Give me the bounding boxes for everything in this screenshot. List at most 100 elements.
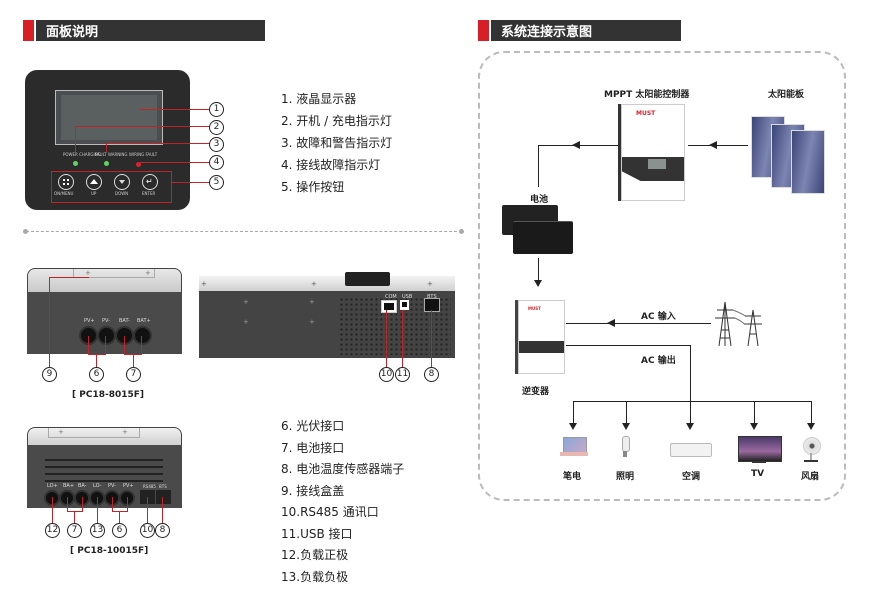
- list-item: 12.负载正极: [281, 548, 349, 562]
- list-item: 8. 电池温度传感器端子: [281, 462, 405, 476]
- port-label: BA+: [63, 483, 75, 489]
- callout-line: [106, 143, 107, 152]
- callout-line: [75, 126, 210, 127]
- callout-13: 13: [90, 523, 105, 538]
- callout-line: [402, 310, 403, 368]
- port-label: PV+: [84, 318, 95, 324]
- model-a-bottom-view: + + PV+ PV- BAT- BAT+: [27, 268, 182, 354]
- port-label: BTS: [427, 294, 437, 300]
- list-item: 10.RS485 通讯口: [281, 505, 379, 519]
- down-button[interactable]: [114, 174, 130, 190]
- fault-warning-label: FAULT WARNING: [95, 152, 128, 157]
- enter-button[interactable]: ↵: [142, 174, 158, 190]
- buttons-group: ON/MENU UP DOWN ↵ ENTER: [51, 171, 172, 203]
- callout-line: [106, 143, 210, 144]
- connector-line: [754, 401, 755, 423]
- callout-2: 2: [209, 120, 224, 135]
- wiring-led: [136, 162, 141, 167]
- callout-6: 6: [89, 367, 104, 382]
- callout-3: 3: [209, 137, 224, 152]
- section-divider: [26, 231, 462, 232]
- port-label: BAT-: [119, 318, 130, 324]
- top-cover: [199, 276, 455, 291]
- bat-plus-port: [133, 326, 152, 345]
- enter-icon: ↵: [146, 177, 153, 186]
- diagram-frame: [478, 51, 846, 501]
- connector-line: [538, 145, 539, 187]
- port-label: BA-: [78, 483, 87, 489]
- list-item: 7. 电池接口: [281, 440, 345, 455]
- port-label: PV+: [123, 483, 134, 489]
- wiring-box-cover: + +: [27, 427, 182, 445]
- port-label: RS485: [143, 484, 156, 489]
- model-a-name: [ PC18-8015F]: [72, 390, 145, 400]
- arrow-down-icon: [569, 423, 577, 430]
- port-label: LO+: [47, 483, 58, 489]
- on-menu-button[interactable]: [58, 174, 74, 190]
- callout-6: 6: [112, 523, 127, 538]
- brand-logo: MUST: [528, 306, 541, 311]
- callout-8: 8: [424, 367, 439, 382]
- connector-line: [573, 401, 574, 423]
- list-item: 9. 接线盒盖: [281, 483, 345, 498]
- callout-7: 7: [126, 367, 141, 382]
- ac-output-label: AC 输出: [641, 356, 676, 366]
- callout-1: 1: [209, 102, 224, 117]
- pv-minus-port: [97, 326, 116, 345]
- port-label: USB: [402, 294, 413, 300]
- panel-legend-list: 1. 液晶显示器 2. 开机 / 充电指示灯 3. 故障和警告指示灯 4. 接线…: [281, 88, 392, 198]
- port-label: PV-: [102, 318, 110, 324]
- port-label: BTS: [159, 484, 167, 489]
- arrow-down-icon: [750, 423, 758, 430]
- side-body: + + + +: [199, 291, 455, 358]
- connector-line: [573, 401, 811, 402]
- wiring-box-cover: + +: [27, 268, 182, 292]
- connector-line: [538, 258, 539, 286]
- arrow-down-icon: [807, 423, 815, 430]
- port-label: LO-: [93, 483, 102, 489]
- up-button[interactable]: [86, 174, 102, 190]
- callout-line: [67, 497, 68, 511]
- usb-port: [400, 300, 409, 310]
- inverter-label: 逆变器: [522, 387, 550, 397]
- callout-line: [74, 511, 75, 523]
- panel-description-header: 面板说明: [23, 20, 265, 41]
- callout-line: [133, 354, 134, 367]
- callout-line: [88, 336, 89, 354]
- handle: [345, 272, 390, 286]
- arrow-left-icon: [572, 141, 580, 149]
- arrow-left-icon: [709, 141, 717, 149]
- callout-line: [82, 497, 83, 511]
- callout-line: [386, 310, 387, 368]
- port-label: PV-: [108, 483, 116, 489]
- port-legend-list: 6. 光伏接口 7. 电池接口 8. 电池温度传感器端子 9. 接线盒盖 10.…: [281, 416, 404, 588]
- power-led: [73, 161, 78, 166]
- callout-line: [67, 511, 83, 512]
- system-diagram-header: 系统连接示意图: [478, 20, 681, 41]
- arrow-down-icon: [534, 280, 542, 287]
- connector-line: [566, 345, 691, 346]
- enter-label: ENTER: [142, 191, 156, 196]
- callout-7: 7: [67, 523, 82, 538]
- mppt-controller-image: MUST: [621, 104, 685, 201]
- list-item: 11.USB 接口: [281, 526, 353, 541]
- callout-line: [52, 497, 53, 523]
- callout-line: [141, 336, 142, 354]
- arrow-down-icon: [622, 423, 630, 430]
- callout-11: 11: [395, 367, 410, 382]
- callout-line: [49, 277, 50, 367]
- callout-line: [124, 336, 125, 354]
- battery-label: 电池: [530, 195, 549, 205]
- load-label-fan: 风扇: [801, 472, 820, 482]
- ac-input-label: AC 输入: [641, 312, 676, 322]
- header-title: 面板说明: [36, 20, 265, 41]
- callout-line: [112, 497, 113, 511]
- header-accent: [478, 20, 489, 41]
- callout-4: 4: [209, 155, 224, 170]
- brand-logo: MUST: [636, 110, 656, 117]
- callout-12: 12: [45, 523, 60, 538]
- bts-port: [424, 298, 440, 312]
- load-label-ac: 空调: [682, 472, 701, 482]
- up-triangle-icon: [90, 179, 98, 184]
- model-b-name: [ PC18-10015F]: [70, 546, 149, 556]
